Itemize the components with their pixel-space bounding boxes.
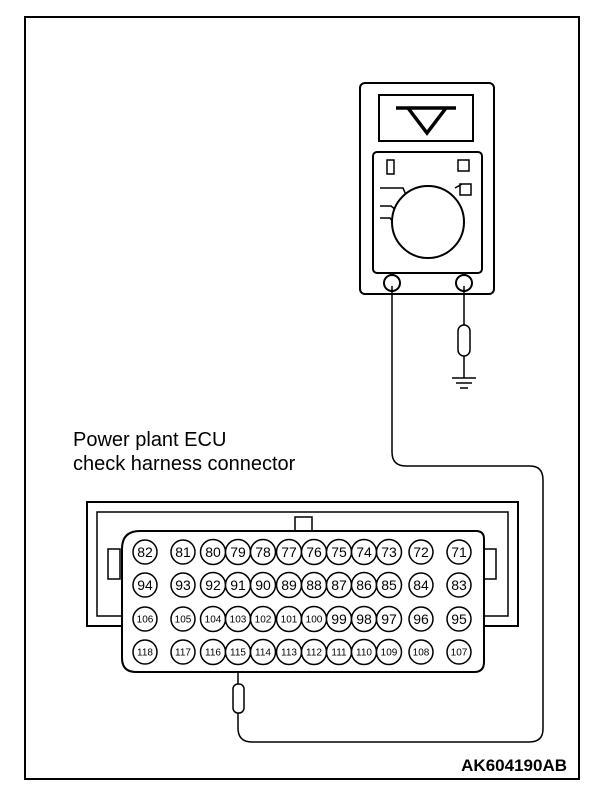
pin-label-95: 95 xyxy=(451,611,467,627)
ecu-connector: 82 81 80 79 78 77 76 75 74 73 72 71 94 93 92 91 90 89 88 87… xyxy=(86,501,519,673)
voltmeter xyxy=(359,82,495,295)
pin-107 xyxy=(446,639,472,665)
pin-label-101: 101 xyxy=(281,615,298,626)
pin-106 xyxy=(132,606,158,632)
pin-label-78: 78 xyxy=(255,544,271,560)
figure-code: AK604190AB xyxy=(461,756,567,775)
pin-109 xyxy=(375,638,403,666)
pin-81 xyxy=(170,539,196,565)
rotary-dial xyxy=(391,185,465,259)
pin-label-116: 116 xyxy=(205,648,221,659)
pin-85 xyxy=(375,571,403,599)
pin-label-91: 91 xyxy=(230,577,246,593)
pin-72 xyxy=(408,539,434,565)
pin-117 xyxy=(170,639,196,665)
pin-label-80: 80 xyxy=(205,544,221,560)
pin-label-83: 83 xyxy=(451,577,467,593)
pin-95 xyxy=(446,606,472,632)
pin-label-118: 118 xyxy=(137,648,153,659)
pin-84 xyxy=(408,572,434,598)
pin-114 xyxy=(249,638,277,666)
pin-96 xyxy=(408,606,434,632)
pin-label-105: 105 xyxy=(175,615,192,626)
pin-label-104: 104 xyxy=(205,615,222,626)
connector-pins: 82 81 80 79 78 77 76 75 74 73 72 71 94 93 92 91 90 89 88 87… xyxy=(132,538,472,666)
connector-key xyxy=(294,516,313,532)
figure-frame xyxy=(24,16,580,780)
pin-label-82: 82 xyxy=(137,544,153,560)
pin-71 xyxy=(446,539,472,565)
pin-90 xyxy=(249,571,277,599)
ground-symbol-icon xyxy=(452,377,476,389)
pin-label-108: 108 xyxy=(413,648,430,659)
meter-range-marks xyxy=(380,183,463,223)
pin-label-87: 87 xyxy=(331,577,347,593)
meter-switch-right-top xyxy=(457,159,470,172)
pin-97 xyxy=(375,605,403,633)
pin-label-77: 77 xyxy=(281,544,297,560)
pin-105 xyxy=(170,606,196,632)
pin-label-103: 103 xyxy=(230,615,247,626)
pin-label-81: 81 xyxy=(175,544,191,560)
pin-label-73: 73 xyxy=(381,544,397,560)
pin-label-99: 99 xyxy=(331,611,347,627)
pin-73 xyxy=(375,538,403,566)
pin-probe xyxy=(232,653,245,714)
pin-label-100: 100 xyxy=(306,615,323,626)
pin-label-74: 74 xyxy=(356,544,372,560)
pin-102 xyxy=(249,605,277,633)
voltmeter-icon xyxy=(396,106,456,136)
meter-switch-left-top xyxy=(386,159,395,175)
pin-label-72: 72 xyxy=(413,544,429,560)
caption-line-1: Power plant ECU xyxy=(73,429,226,451)
caption-line-2: check harness connector xyxy=(73,453,296,475)
pin-label-107: 107 xyxy=(451,648,468,659)
pin-label-85: 85 xyxy=(381,577,397,593)
connector-face xyxy=(121,530,485,673)
pin-label-96: 96 xyxy=(413,611,429,627)
pin-83 xyxy=(446,572,472,598)
meter-switch-right-mid xyxy=(459,183,472,196)
probe-lead-wire xyxy=(237,286,544,743)
pin-label-114: 114 xyxy=(255,648,271,659)
pin-label-90: 90 xyxy=(255,577,271,593)
connector-latch-left xyxy=(107,548,121,580)
pin-label-97: 97 xyxy=(381,611,397,627)
pin-label-75: 75 xyxy=(331,544,347,560)
pin-108 xyxy=(408,639,434,665)
pin-label-113: 113 xyxy=(281,648,297,659)
pin-label-76: 76 xyxy=(306,544,322,560)
pin-93 xyxy=(170,572,196,598)
pin-label-109: 109 xyxy=(381,648,398,659)
pin-label-94: 94 xyxy=(137,577,153,593)
ground-probe-tip xyxy=(457,324,471,357)
pin-label-106: 106 xyxy=(137,615,154,626)
pin-label-92: 92 xyxy=(205,577,221,593)
ground-probe xyxy=(452,286,476,389)
pin-label-117: 117 xyxy=(175,648,191,659)
pin-label-88: 88 xyxy=(306,577,322,593)
pin-label-111: 111 xyxy=(331,648,347,659)
pin-94 xyxy=(132,572,158,598)
pin-label-86: 86 xyxy=(356,577,372,593)
pin-118 xyxy=(132,639,158,665)
pin-label-71: 71 xyxy=(451,544,467,560)
pin-label-93: 93 xyxy=(175,577,191,593)
pin-82 xyxy=(132,539,158,565)
pin-78 xyxy=(249,538,277,566)
connector-latch-right xyxy=(483,548,497,580)
pin-label-102: 102 xyxy=(255,615,272,626)
pin-label-110: 110 xyxy=(356,648,372,659)
pin-label-115: 115 xyxy=(230,648,246,659)
pin-label-89: 89 xyxy=(281,577,297,593)
pin-label-84: 84 xyxy=(413,577,429,593)
pin-probe-tip xyxy=(232,683,245,714)
pin-label-79: 79 xyxy=(230,544,246,560)
pin-label-98: 98 xyxy=(356,611,372,627)
pin-label-112: 112 xyxy=(306,648,322,659)
